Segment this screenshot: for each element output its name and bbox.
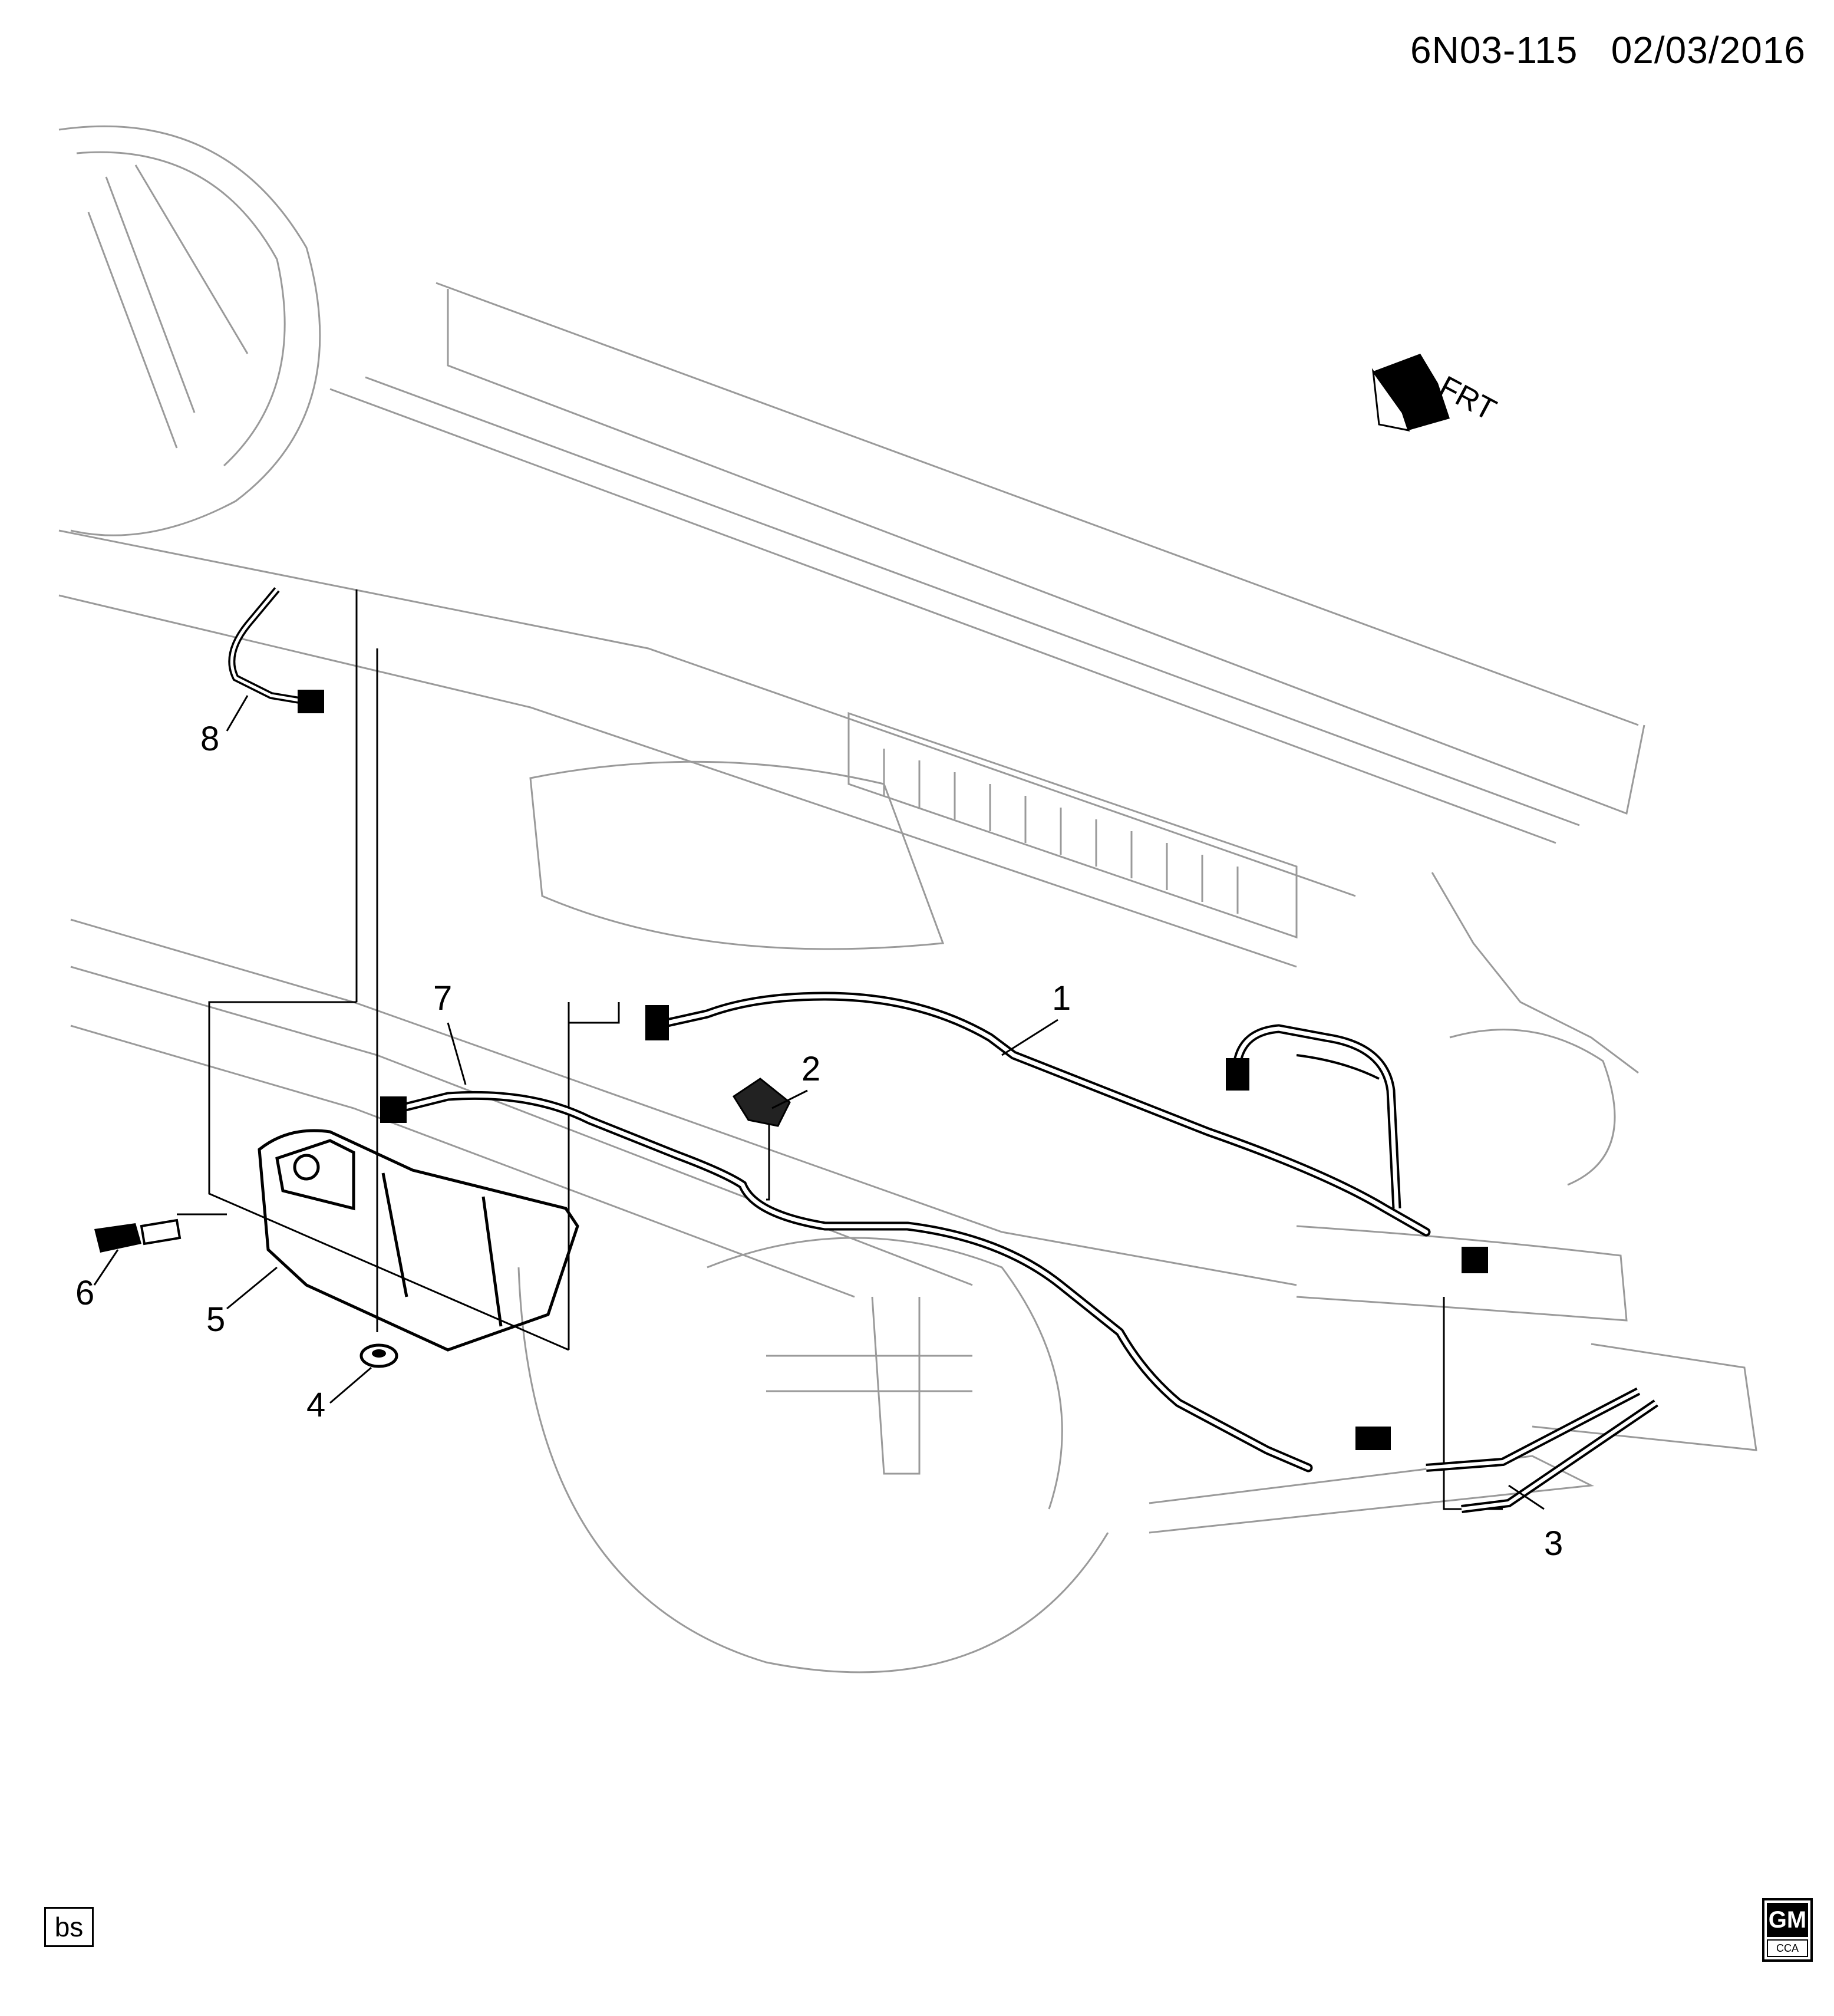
gm-logo-subtext: CCA bbox=[1767, 1939, 1808, 1957]
callout-7: 7 bbox=[433, 979, 453, 1017]
part-6-connector bbox=[94, 1218, 182, 1253]
bs-label: bs bbox=[44, 1907, 94, 1947]
callout-8: 8 bbox=[200, 720, 220, 758]
gm-logo: GM CCA bbox=[1762, 1898, 1813, 1962]
callout-4: 4 bbox=[306, 1386, 326, 1424]
document-header: 6N03-115 02/03/2016 bbox=[1410, 28, 1806, 72]
part-7-lower-pipe bbox=[396, 1091, 1313, 1473]
callout-6: 6 bbox=[75, 1274, 95, 1312]
part-5-canister bbox=[258, 1129, 579, 1352]
part-1-connector-loop bbox=[1226, 1058, 1249, 1091]
part-7-connector-left bbox=[380, 1096, 407, 1123]
doc-date: 02/03/2016 bbox=[1611, 29, 1806, 71]
gm-logo-text: GM bbox=[1767, 1903, 1808, 1937]
doc-id: 6N03-115 bbox=[1410, 29, 1578, 71]
part-8-connector bbox=[298, 690, 324, 713]
callout-5: 5 bbox=[206, 1300, 226, 1339]
leader-lines bbox=[177, 589, 1503, 1510]
front-arrow-icon bbox=[1371, 354, 1450, 431]
vehicle-structure-background bbox=[58, 125, 1757, 1674]
callout-3: 3 bbox=[1544, 1524, 1563, 1563]
part-2-clip bbox=[732, 1078, 791, 1127]
part-1-connector-right bbox=[1462, 1247, 1488, 1273]
callout-2: 2 bbox=[801, 1050, 821, 1088]
part-1-connector-left bbox=[645, 1005, 669, 1040]
part-7-connector-right bbox=[1355, 1427, 1391, 1450]
callout-leaders bbox=[93, 695, 1545, 1510]
callout-1: 1 bbox=[1052, 979, 1071, 1017]
part-4-grommet bbox=[359, 1343, 398, 1368]
